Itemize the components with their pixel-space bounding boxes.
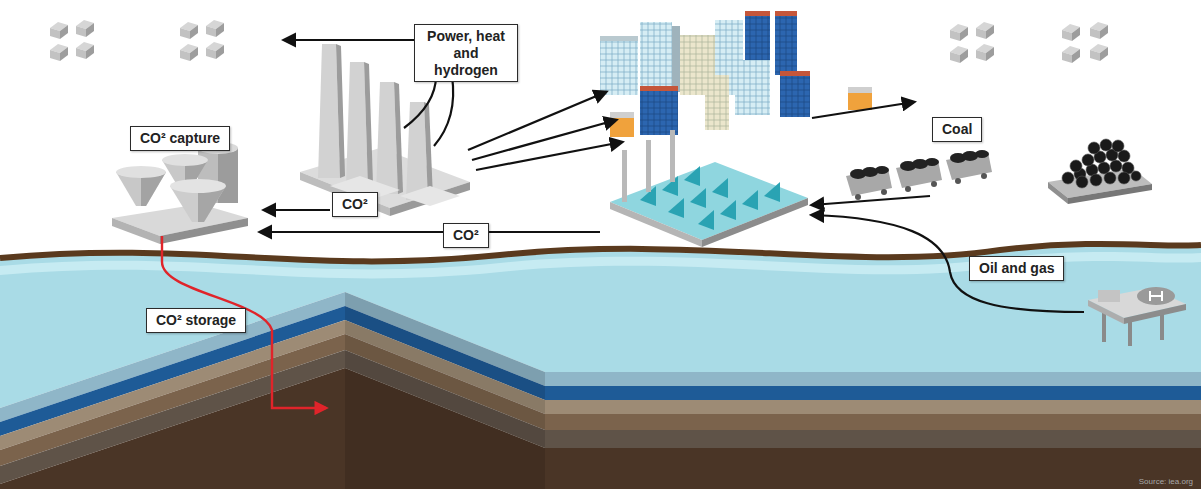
label-text: Coal [942,121,972,138]
label-text: Oil and gas [979,260,1054,277]
label-box: CO² [443,223,489,248]
source-watermark: Source: iea.org [1139,477,1193,486]
label-box: CO² [332,192,378,217]
label-text: CO² capture [140,130,220,147]
label-box: CO² capture [130,126,230,151]
label-text: Power, heat and hydrogen [424,28,508,78]
label-box: CO² storage [146,308,246,333]
label-text: CO² [342,196,368,213]
label-text: CO² [453,227,479,244]
label-box: Coal [932,117,982,142]
label-text: CO² storage [156,312,236,329]
label-box: Oil and gas [969,256,1064,281]
label-box: Power, heat and hydrogen [414,24,518,82]
